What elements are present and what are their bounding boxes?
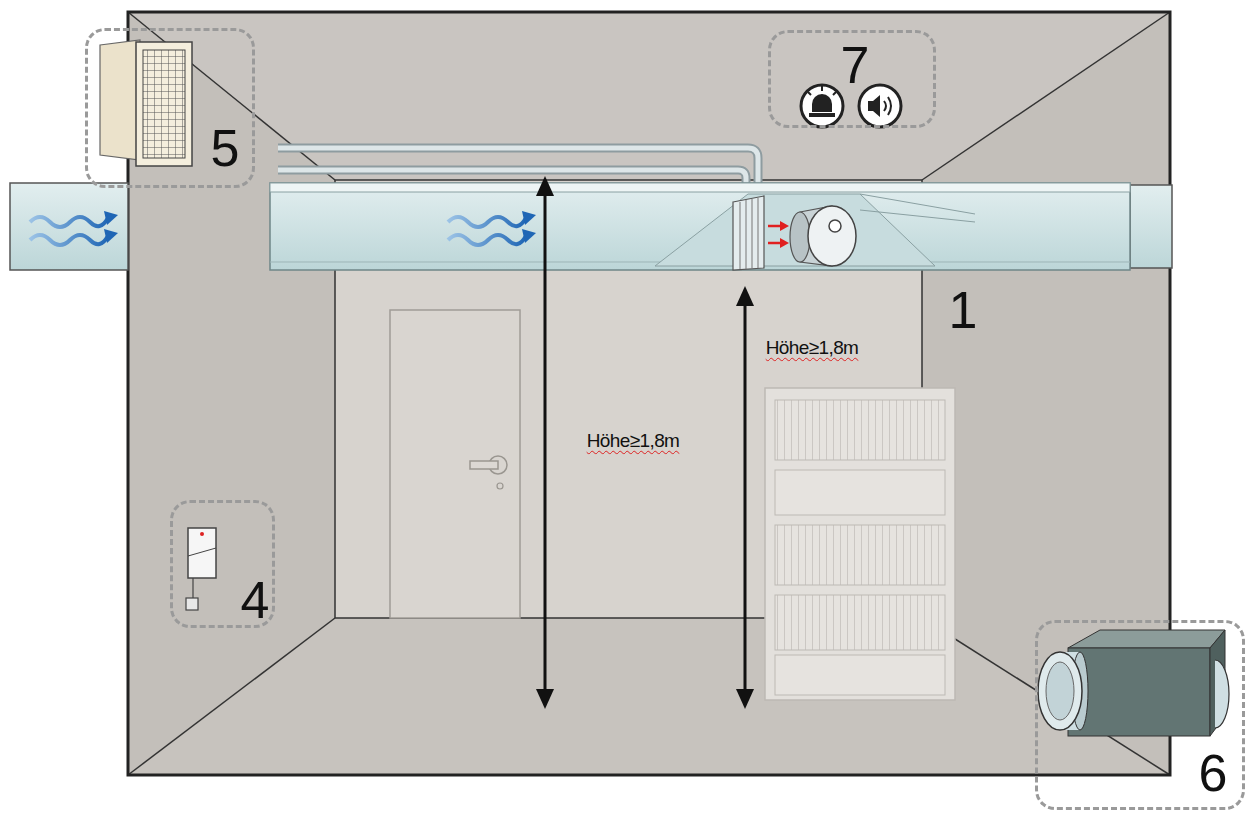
- filter: [733, 196, 764, 270]
- callout-number: 7: [841, 39, 870, 91]
- callout-frame: 4: [170, 500, 275, 628]
- floor: [128, 618, 1170, 775]
- alarm-signals: [801, 85, 901, 127]
- callout-frame: 6: [1035, 620, 1245, 810]
- dimension-label: Höhe≥1,8m: [766, 338, 859, 357]
- air-flow-wave: [30, 217, 526, 245]
- airflow-arrows: [768, 221, 789, 248]
- air-flow-heads: [104, 211, 536, 243]
- callout-number: 5: [211, 122, 240, 174]
- air-grille: [100, 40, 192, 166]
- gas-detector: [186, 528, 216, 610]
- fan: [790, 206, 856, 266]
- callout-frame: 5: [85, 28, 255, 188]
- dimension-label: Höhe≥1,8m: [587, 431, 680, 450]
- exhaust-fan: [1038, 630, 1229, 736]
- callout-frame: 7: [768, 30, 936, 128]
- dimension-arrows: [536, 176, 754, 709]
- callout-number: 4: [241, 574, 270, 626]
- door: [390, 310, 520, 618]
- callout-number: 6: [1199, 747, 1228, 799]
- pipes: [278, 148, 758, 185]
- air-duct: [10, 183, 1172, 270]
- callout-number: 1: [949, 284, 978, 336]
- room-frame: [128, 12, 1170, 775]
- room-edges: [128, 12, 1170, 775]
- shelf-rack: [765, 388, 955, 700]
